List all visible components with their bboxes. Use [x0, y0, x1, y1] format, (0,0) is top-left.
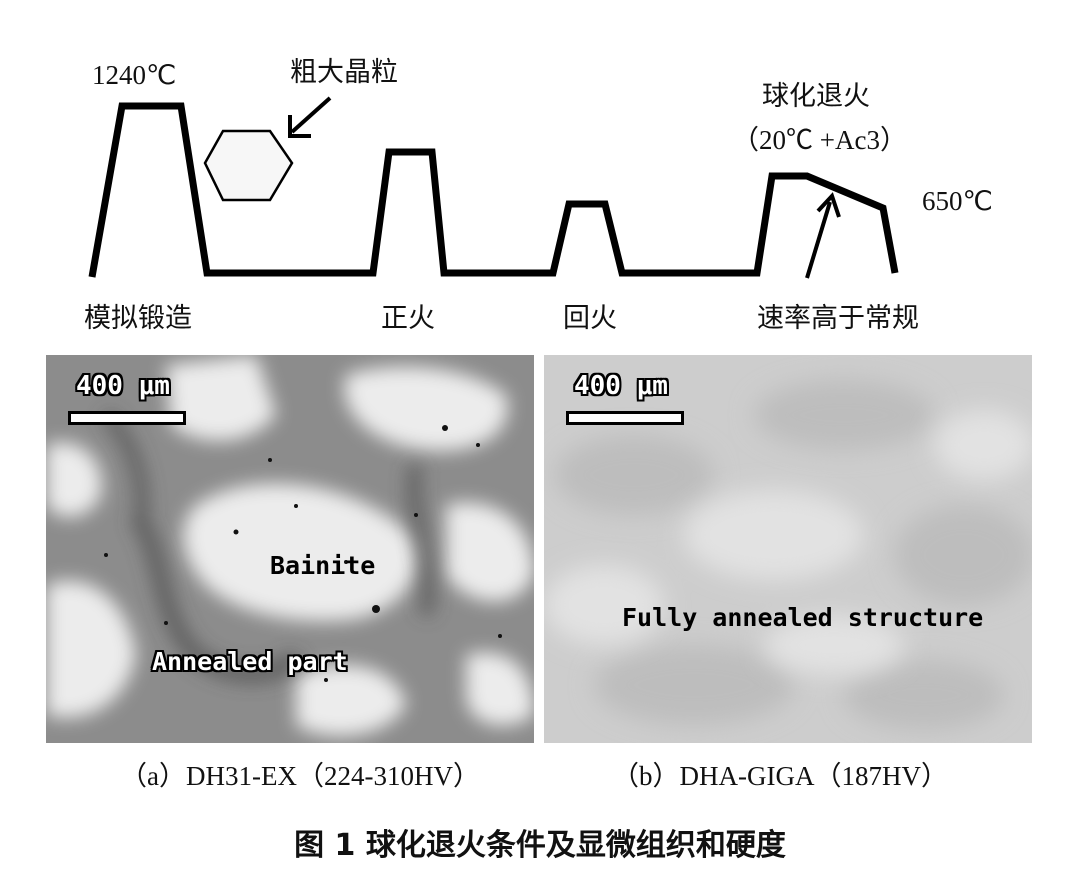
bainite-label: Bainite [270, 551, 376, 580]
arrow-to-cooling-segment-icon [805, 192, 841, 279]
arrow-to-grain-icon [288, 96, 332, 138]
step-temper-label: 回火 [563, 303, 617, 334]
step-forging-label: 模拟锻造 [84, 303, 192, 334]
scale-bar-a [68, 411, 186, 425]
coarse-grain-hexagon-icon [203, 129, 294, 202]
heat-treatment-diagram: 1240℃ 粗大晶粒 球化退火 （20℃ +Ac3） 650℃ 模拟锻造 正火 … [0, 0, 1080, 340]
temperature-profile-line [88, 102, 899, 278]
annealed-part-label: Annealed part [152, 647, 348, 676]
micrograph-b-texture [544, 355, 1032, 743]
scale-label-b: 400 μm [574, 371, 668, 401]
coarse-grain-label: 粗大晶粒 [290, 57, 398, 88]
micrograph-b: 400 μm Fully annealed structure [544, 355, 1032, 743]
step-normalize-label: 正火 [381, 303, 435, 334]
scale-label-a: 400 μm [76, 371, 170, 401]
scale-bar-b [566, 411, 684, 425]
temp-650-label: 650℃ [922, 186, 993, 216]
figure-title: 图 1 球化退火条件及显微组织和硬度 [294, 828, 786, 863]
step-rate-label: 速率高于常规 [757, 303, 919, 334]
process-curve [88, 96, 899, 279]
fully-annealed-label: Fully annealed structure [622, 603, 984, 632]
caption-a: （a）DH31-EX（224-310HV） [120, 761, 480, 791]
temp-1240-label: 1240℃ [92, 60, 177, 90]
micrograph-a: 400 μm Bainite Annealed part [46, 355, 534, 743]
spheroidize-title-label: 球化退火 [762, 81, 870, 112]
caption-b: （b）DHA-GIGA（187HV） [612, 761, 948, 791]
spheroidize-condition-label: （20℃ +Ac3） [732, 125, 907, 155]
